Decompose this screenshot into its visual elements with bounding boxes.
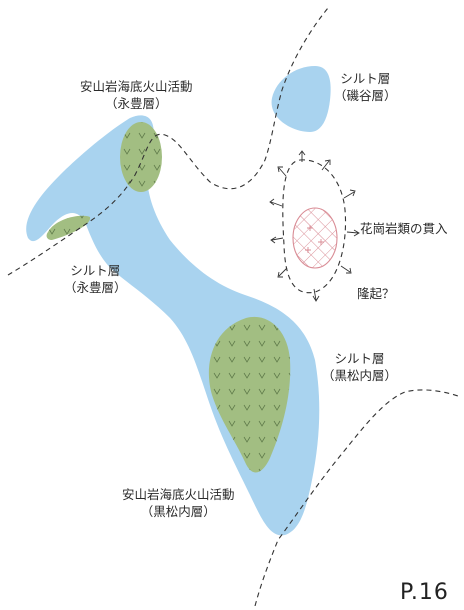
- label-line: （黒松内層）: [322, 368, 398, 383]
- page-marker: P.16: [400, 580, 449, 605]
- label-uplift: 隆起？: [357, 285, 395, 302]
- label-line: （磯谷層）: [334, 88, 397, 103]
- label-silt-kuromatsunai: シルト層 （黒松内層）: [322, 350, 397, 384]
- label-line: （永豊層）: [64, 280, 127, 295]
- label-line: 安山岩海底火山活動: [80, 79, 193, 94]
- silt-layer-isoya: [271, 66, 331, 132]
- uplift-arrows: [269, 150, 360, 302]
- granite-crosses: [305, 225, 324, 253]
- boundary-lines: [7, 7, 459, 607]
- uplift-oval: [282, 159, 347, 294]
- label-line: シルト層: [340, 71, 391, 86]
- label-line: シルト層: [334, 351, 385, 366]
- label-line: 花崗岩類の貫入: [360, 221, 448, 236]
- label-granite: 花崗岩類の貫入: [360, 220, 448, 237]
- label-silt-eifu: シルト層 （永豊層）: [64, 262, 127, 296]
- label-line: 安山岩海底火山活動: [122, 487, 235, 502]
- label-line: 隆起？: [357, 286, 395, 301]
- label-line: （黒松内層）: [140, 504, 216, 519]
- label-andesite-kuromatsunai: 安山岩海底火山活動 （黒松内層）: [122, 486, 235, 520]
- label-line: シルト層: [70, 263, 121, 278]
- boundary-lower: [254, 389, 459, 607]
- label-line: （永豊層）: [105, 96, 168, 111]
- label-andesite-eifu: 安山岩海底火山活動 （永豊層）: [80, 78, 193, 112]
- label-silt-isoya: シルト層 （磯谷層）: [334, 70, 397, 104]
- boundary-upper: [7, 7, 329, 276]
